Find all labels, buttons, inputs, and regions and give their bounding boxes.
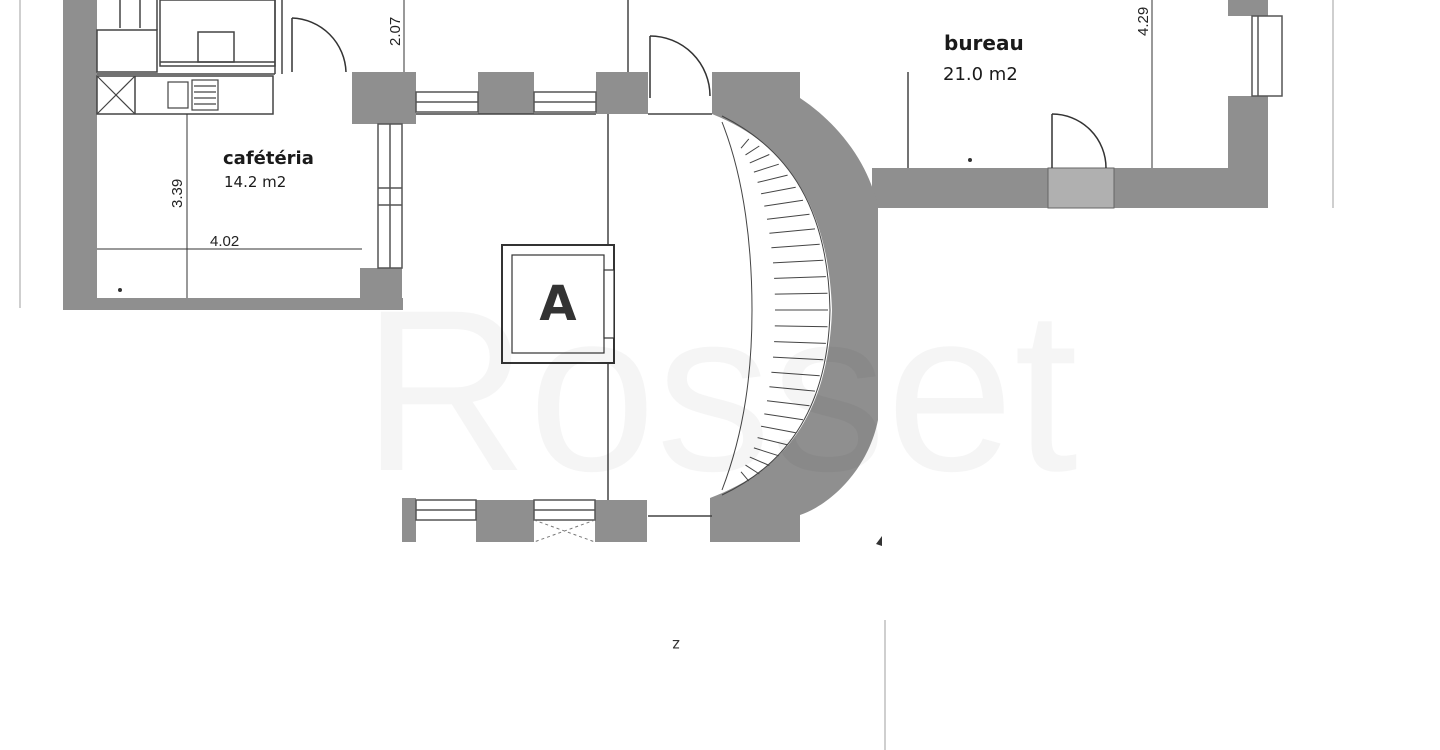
wall-south-pier-3 (595, 500, 647, 542)
stair-tread (749, 456, 770, 466)
stair-tread (761, 425, 796, 434)
elevator-label: A (539, 276, 576, 332)
stair-tread (774, 292, 828, 295)
window-south-cross (533, 519, 596, 543)
wall-stair-curved (710, 72, 878, 542)
stair-tread (771, 371, 820, 377)
wall-cafeteria-east-pier (360, 268, 402, 310)
stair-inner-edge (721, 121, 753, 491)
stair-tread (769, 386, 816, 392)
stair-tread (745, 464, 760, 475)
stair-tread (774, 341, 826, 344)
stair-tread (766, 213, 810, 220)
stair-tread (764, 413, 804, 421)
room-name-cafeteria: cafétéria (223, 148, 314, 169)
stair-tread (757, 437, 788, 446)
wall-north-pier-2 (478, 72, 534, 114)
stair-tread (766, 400, 810, 407)
dim-corridor: 2.07 (387, 17, 404, 46)
wall-north-pier-1 (352, 72, 416, 124)
dim-bureau-height: 4.29 (1135, 7, 1152, 36)
stair-tread (772, 259, 824, 264)
window-bureau-east (1251, 15, 1283, 97)
dim-cafeteria-width: 4.02 (210, 233, 239, 250)
wall-cafeteria-south (63, 298, 403, 310)
door-slab-bureau (1047, 167, 1115, 209)
wall-bureau-east (1228, 96, 1268, 208)
doors (291, 17, 1107, 169)
stair-tread (745, 145, 760, 156)
room-area-bureau: 21.0 m2 (943, 64, 1018, 85)
stair-tread (774, 276, 826, 279)
dimension-lines (97, 0, 1153, 298)
stair-tread (757, 174, 788, 183)
walls (63, 0, 1268, 542)
elevator: A (501, 244, 615, 364)
kitchen-sink (96, 75, 219, 115)
north-marker: z (672, 636, 680, 653)
stair-tread (772, 356, 824, 361)
room-name-bureau: bureau (944, 31, 1024, 55)
stair-tread (749, 154, 770, 164)
dim-cafeteria-height: 3.39 (169, 179, 186, 208)
wall-south-pier-2 (476, 500, 534, 542)
page-border-lines (19, 0, 1334, 750)
stair-tread (771, 243, 820, 249)
upper-cabinet-left (96, 29, 158, 73)
staircase (721, 115, 831, 496)
wall-south-pier-1 (402, 498, 416, 542)
stair-tread (764, 199, 804, 207)
stair-tread (774, 325, 828, 328)
wall-bureau-east-top (1228, 0, 1268, 16)
stair-tread (761, 186, 796, 195)
stair-tread (753, 163, 779, 173)
corner-arrow-icon (876, 536, 882, 546)
watermark: Rosset (362, 262, 1078, 519)
room-area-cafeteria: 14.2 m2 (224, 173, 286, 191)
stair-tread (769, 228, 816, 234)
stair-tread (753, 447, 779, 457)
stair-tread (740, 471, 750, 482)
wall-cafeteria-west (63, 0, 97, 310)
windows (377, 15, 1283, 521)
stair-tread (740, 138, 750, 149)
wall-north-pier-3 (596, 72, 648, 114)
upper-cabinet-right (159, 0, 276, 67)
stair-outer-edge (721, 115, 831, 496)
kitchen-counter (96, 75, 274, 115)
